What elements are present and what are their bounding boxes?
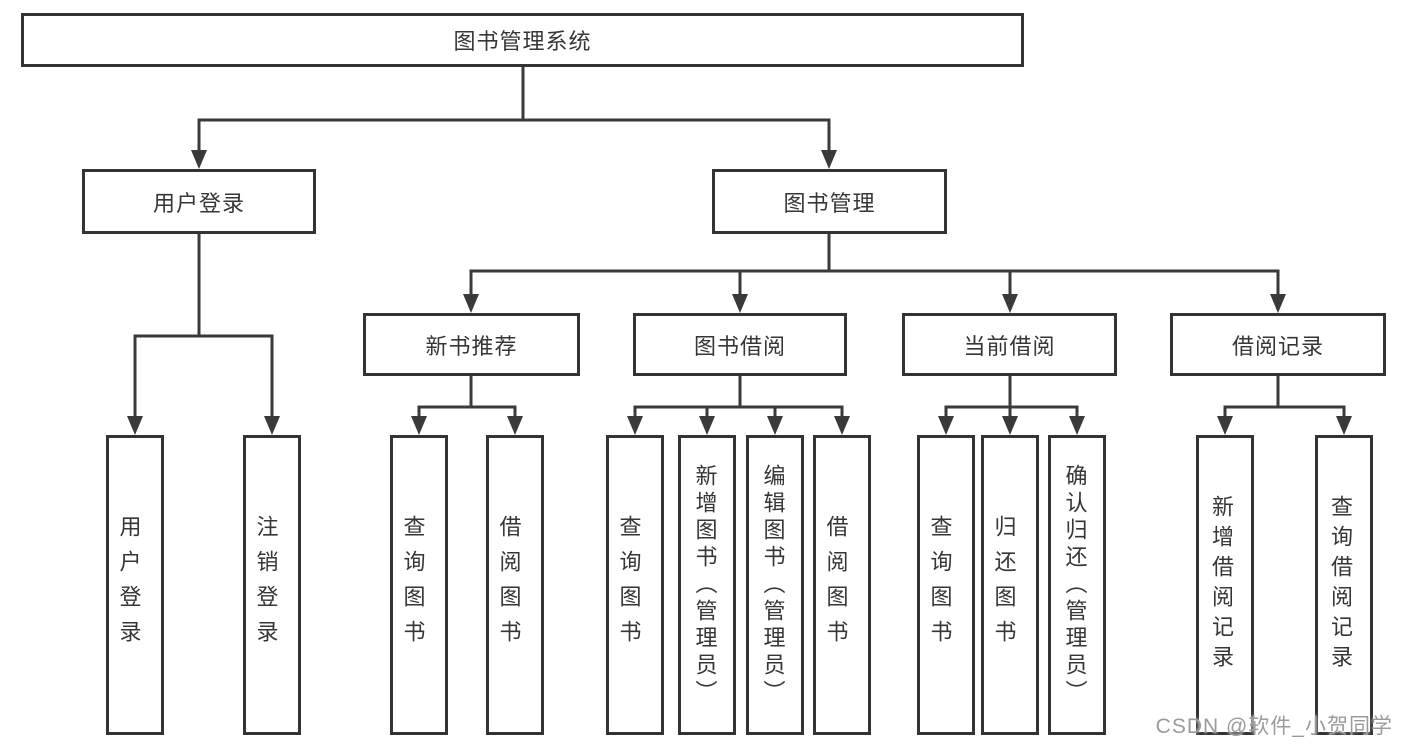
node-label: 新书推荐 <box>425 333 518 359</box>
node-book-borrow: 图书借阅 <box>633 313 847 376</box>
node-library-management-system: 图书管理系统 <box>21 13 1024 67</box>
leaf-borrow-books-recommend: 借阅图书 <box>486 435 544 735</box>
leaf-query-books-borrow: 查询图书 <box>606 435 664 735</box>
node-new-book-recommend: 新书推荐 <box>363 313 580 376</box>
watermark: CSDN @软件_小贺同学 <box>1155 715 1393 738</box>
leaf-return-book: 归还图书 <box>981 435 1039 735</box>
connector-current-borrow-to-leaves <box>938 376 1085 435</box>
node-label: 图书管理系统 <box>453 29 592 54</box>
leaf-edit-book-admin: 编辑图书（管理员） <box>746 435 804 735</box>
leaf-query-books-recommend: 查询图书 <box>390 435 448 735</box>
node-user-login: 用户登录 <box>82 169 316 234</box>
node-label: 借阅记录 <box>1231 333 1324 359</box>
leaf-user-login: 用户登录 <box>106 435 164 735</box>
node-borrow-records: 借阅记录 <box>1170 313 1386 376</box>
node-label: 用户登录 <box>152 190 245 216</box>
connector-borrow-records-to-leaves <box>1217 376 1352 435</box>
leaf-borrow-books: 借阅图书 <box>813 435 871 735</box>
connector-new-book-recommend-to-leaves <box>411 376 523 435</box>
leaf-add-book-admin: 新增图书（管理员） <box>678 435 736 735</box>
connector-root-to-level1 <box>191 67 837 169</box>
node-label: 当前借阅 <box>963 333 1056 359</box>
node-book-management: 图书管理 <box>712 169 947 234</box>
leaf-query-borrow-record: 查询借阅记录 <box>1315 435 1373 735</box>
node-label: 图书借阅 <box>693 333 786 359</box>
node-label: 图书管理 <box>783 190 876 216</box>
connector-book-management-to-row2 <box>463 234 1286 313</box>
leaf-confirm-return-admin: 确认归还（管理员） <box>1048 435 1106 735</box>
node-current-borrow: 当前借阅 <box>902 313 1117 376</box>
connector-user-login-to-leaves <box>127 234 280 435</box>
leaf-add-borrow-record: 新增借阅记录 <box>1196 435 1254 735</box>
connector-book-borrow-to-leaves <box>627 376 850 435</box>
leaf-query-books-current: 查询图书 <box>917 435 975 735</box>
leaf-logout: 注销登录 <box>243 435 301 735</box>
